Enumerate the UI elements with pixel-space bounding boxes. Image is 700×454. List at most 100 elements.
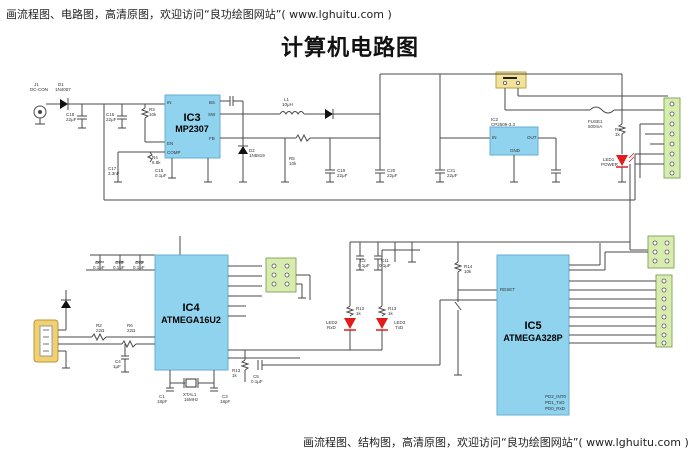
c12-ref: C12: [135, 260, 144, 265]
ic2-pin-in: IN: [492, 135, 497, 140]
ic3-pin-comp: COMP: [167, 150, 181, 155]
c18-ref: C18: [66, 112, 75, 117]
ic5-pin-pd0: PD0_RxD: [545, 406, 566, 411]
ic3-pin-fb: FB: [209, 136, 215, 141]
resistor-r3: R3 10k: [140, 104, 165, 143]
header-usb-icsp: [265, 257, 297, 293]
r13b-value: 1k: [388, 311, 394, 316]
header-digital: [655, 274, 673, 348]
bottom-banner: 画流程图、结构图，高清原图，欢迎访问“良功绘图网站”( www.lghuitu.…: [303, 436, 689, 449]
fuse-1: FUSE1 500mA: [588, 106, 615, 129]
c10-value: 0.1μF: [113, 265, 125, 270]
led1-value: POWER: [601, 162, 619, 167]
top-banner: 画流程图、电路图，高清原图，欢迎访问“良功绘图网站”( www.lghuitu.…: [6, 8, 392, 21]
capacitor-c18: C18 22μF: [66, 104, 87, 129]
capacitor-c16: C16 22μF: [106, 104, 127, 129]
c11-value: 0.1μF: [379, 263, 391, 268]
c4-ref: C4: [115, 359, 121, 364]
ic2-part: CP2509-3.3: [491, 122, 516, 127]
c3-ref: C3: [222, 394, 228, 399]
l1-value: 10μH: [282, 102, 293, 107]
d2-ref: D2: [249, 148, 255, 153]
page-title: 计算机电路图: [280, 36, 419, 61]
ic5-pin-pd1: PD1_TxD: [545, 400, 565, 405]
ic3-pin-bs: BS: [209, 100, 215, 105]
c17-ref: C17: [108, 166, 117, 171]
ic4-atmega16u2: IC4 ATMEGA16U2: [154, 254, 229, 371]
r14-ref: R14: [464, 264, 473, 269]
r14-value: 10k: [464, 269, 472, 274]
xtal-ref: XTAL1: [183, 392, 197, 397]
c6-value: 0.1μF: [93, 265, 105, 270]
r5-value: 10k: [289, 161, 297, 166]
c17-value: 3.3nF: [108, 171, 120, 176]
c21-ref: C21: [447, 168, 456, 173]
c21-value: 22μF: [447, 173, 458, 178]
r4-ref: R4: [152, 155, 158, 160]
led2-ref: LED2: [326, 320, 338, 325]
r5-ref: R5: [289, 156, 295, 161]
header-power-out: [663, 97, 681, 179]
power-header: [495, 71, 527, 89]
c5-ref: C5: [253, 374, 259, 379]
ic5-part: ATMEGA328P: [503, 333, 562, 343]
c16-ref: C16: [106, 112, 115, 117]
inductor-l1: L1 10μH: [279, 97, 305, 115]
c2-ref: C2: [360, 258, 366, 263]
c4-value: 1μF: [113, 364, 121, 369]
ic5-pin-reset: RESET: [500, 287, 515, 292]
ic3-part: MP2307: [175, 124, 209, 134]
r2-ref: R2: [96, 323, 102, 328]
usb-connector: [33, 319, 59, 363]
ic3-pin-en: EN: [167, 141, 173, 146]
diode-d1: D1 1N4007: [55, 82, 71, 110]
c6-ref: C6: [95, 260, 101, 265]
j1-value: DC-CON: [30, 87, 48, 92]
c10-ref: C10: [115, 260, 124, 265]
led-txd: LED3 TxD: [376, 318, 406, 331]
diode-d2: D2 1N5819: [238, 114, 265, 183]
r6-value: 22Ω: [127, 328, 136, 333]
ic4-part: ATMEGA16U2: [161, 315, 221, 325]
l1-ref: L1: [284, 97, 290, 102]
led1-ref: LED1: [603, 157, 615, 162]
d1-ref: D1: [58, 82, 64, 87]
c1-value: 18pF: [157, 399, 168, 404]
c19-ref: C19: [337, 168, 346, 173]
ic5-ref: IC5: [524, 320, 541, 332]
c12-value: 0.1μF: [133, 265, 145, 270]
dc-connector-j1: J1 DC-CON: [30, 82, 48, 125]
ic3-pin-sw: SW: [208, 112, 216, 117]
d1-value: 1N4007: [55, 87, 71, 92]
r7-ref: R7: [615, 127, 621, 132]
j1-ref: J1: [34, 82, 39, 87]
r2-value: 22Ω: [96, 328, 105, 333]
led-rxd: LED2 RxD: [326, 318, 356, 331]
c1-ref: C1: [159, 394, 165, 399]
ic2-pin-gnd: GND: [510, 148, 521, 153]
r13-value: 1k: [232, 373, 238, 378]
r13-ref: R13: [232, 368, 241, 373]
r4-value: 6.8k: [152, 160, 161, 165]
led-power: LED1 POWER: [601, 152, 635, 168]
xtal-value: 16MHz: [184, 397, 199, 402]
ic3-ref: IC3: [183, 112, 200, 124]
c2-value: 0.1μF: [358, 263, 370, 268]
c3-value: 18pF: [220, 399, 231, 404]
c19-value: 22μF: [337, 173, 348, 178]
led3-ref: LED3: [394, 320, 406, 325]
c20-value: 22μF: [387, 173, 398, 178]
c15-ref: C15: [155, 168, 164, 173]
c5-value: 0.1μF: [251, 379, 263, 384]
ic2-regulator: IC2 CP2509-3.3 IN OUT GND: [489, 117, 539, 156]
led2-value: RxD: [327, 325, 336, 330]
ic2-ref: IC2: [491, 117, 499, 122]
c16-value: 22μF: [106, 117, 117, 122]
ic2-pin-out: OUT: [527, 135, 537, 140]
led3-value: TxD: [395, 325, 404, 330]
ic3-pin-in: IN: [167, 100, 172, 105]
r3-value: 10k: [149, 112, 157, 117]
c11-ref: C11: [381, 258, 389, 263]
ic4-ref: IC4: [182, 302, 200, 314]
c18-value: 22μF: [66, 117, 77, 122]
